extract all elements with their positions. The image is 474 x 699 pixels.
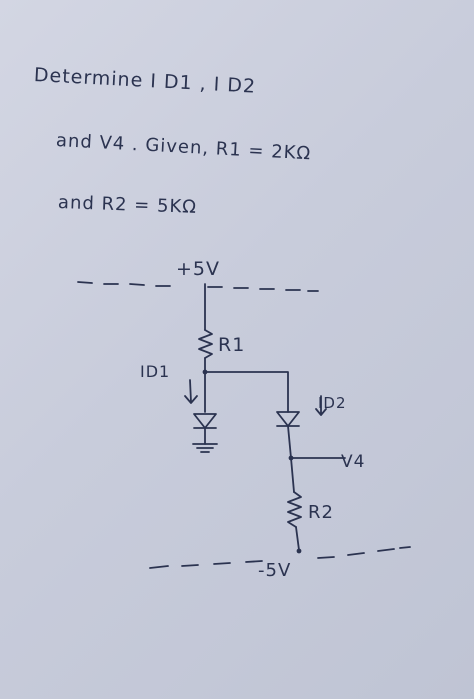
supply-negative-label: -5V (258, 560, 292, 581)
resistor-r1 (198, 329, 213, 359)
wire-node-to-branch2 (204, 371, 289, 413)
resistor-r1-label: R1 (218, 334, 246, 356)
junction-dot-v4 (288, 455, 294, 461)
diode-d2 (276, 411, 300, 427)
current-id1-label: ID1 (140, 362, 171, 381)
negative-rail-dashed-line (149, 546, 411, 569)
junction-dot-r1-d1 (202, 369, 208, 375)
current-id2-label: ID2 (318, 394, 347, 412)
ground-symbol (192, 443, 218, 453)
supply-positive-label: +5V (176, 258, 221, 280)
diode-d1 (193, 413, 217, 429)
positive-rail-dashed-line (77, 281, 319, 292)
output-v4-label: V4 (341, 452, 366, 472)
wire-d2-to-v4-node (287, 425, 292, 459)
resistor-r2 (287, 491, 302, 528)
wire-r2-to-negative (295, 526, 300, 551)
resistor-r2-label: R2 (308, 502, 334, 523)
id2-arrow (315, 395, 327, 416)
id1-arrow (184, 379, 198, 404)
wire-v4-node-to-r2 (290, 457, 295, 493)
junction-dot-negative (296, 548, 302, 554)
